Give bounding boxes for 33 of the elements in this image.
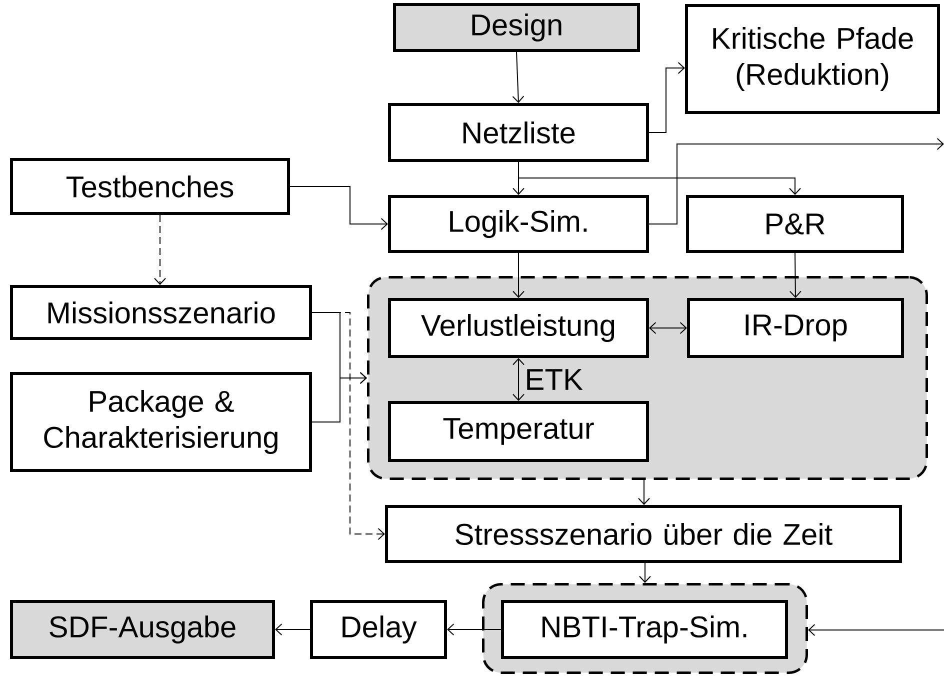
process-box: Stressszenario über die Zeit <box>385 505 902 563</box>
arrow <box>512 52 524 103</box>
process-box: Package & Charakterisierung <box>10 372 312 472</box>
arrow <box>639 562 651 583</box>
edge-label: ETK <box>527 369 583 390</box>
process-box: NBTI-Trap-Sim. <box>501 600 788 659</box>
process-box: Kritische Pfade (Reduktion) <box>685 4 940 114</box>
process-box: Verlustleistung <box>388 298 649 358</box>
process-box: P&R <box>686 195 904 253</box>
arrow <box>808 624 944 636</box>
arrow <box>290 186 388 230</box>
arrow <box>518 162 801 195</box>
process-box: Logik-Sim. <box>388 195 649 253</box>
process-box: SDF-Ausgabe <box>10 600 275 659</box>
process-box: Testbenches <box>10 158 290 215</box>
arrow <box>154 214 166 285</box>
process-box: Missionsszenario <box>10 285 312 340</box>
double-arrow <box>649 322 687 334</box>
arrow <box>275 624 310 636</box>
arrow <box>648 62 685 133</box>
process-box: Design <box>393 3 640 52</box>
process-box: Delay <box>310 600 447 659</box>
process-box: Temperatur <box>388 401 649 462</box>
arrow <box>312 372 367 422</box>
arrow <box>447 624 502 636</box>
process-box: Netzliste <box>388 103 649 162</box>
double-arrow <box>512 358 524 401</box>
process-box: IR-Drop <box>687 298 904 358</box>
arrow <box>789 252 802 298</box>
arrow <box>312 312 385 540</box>
arrow <box>512 252 524 298</box>
arrow <box>638 480 650 505</box>
arrow <box>648 138 944 224</box>
